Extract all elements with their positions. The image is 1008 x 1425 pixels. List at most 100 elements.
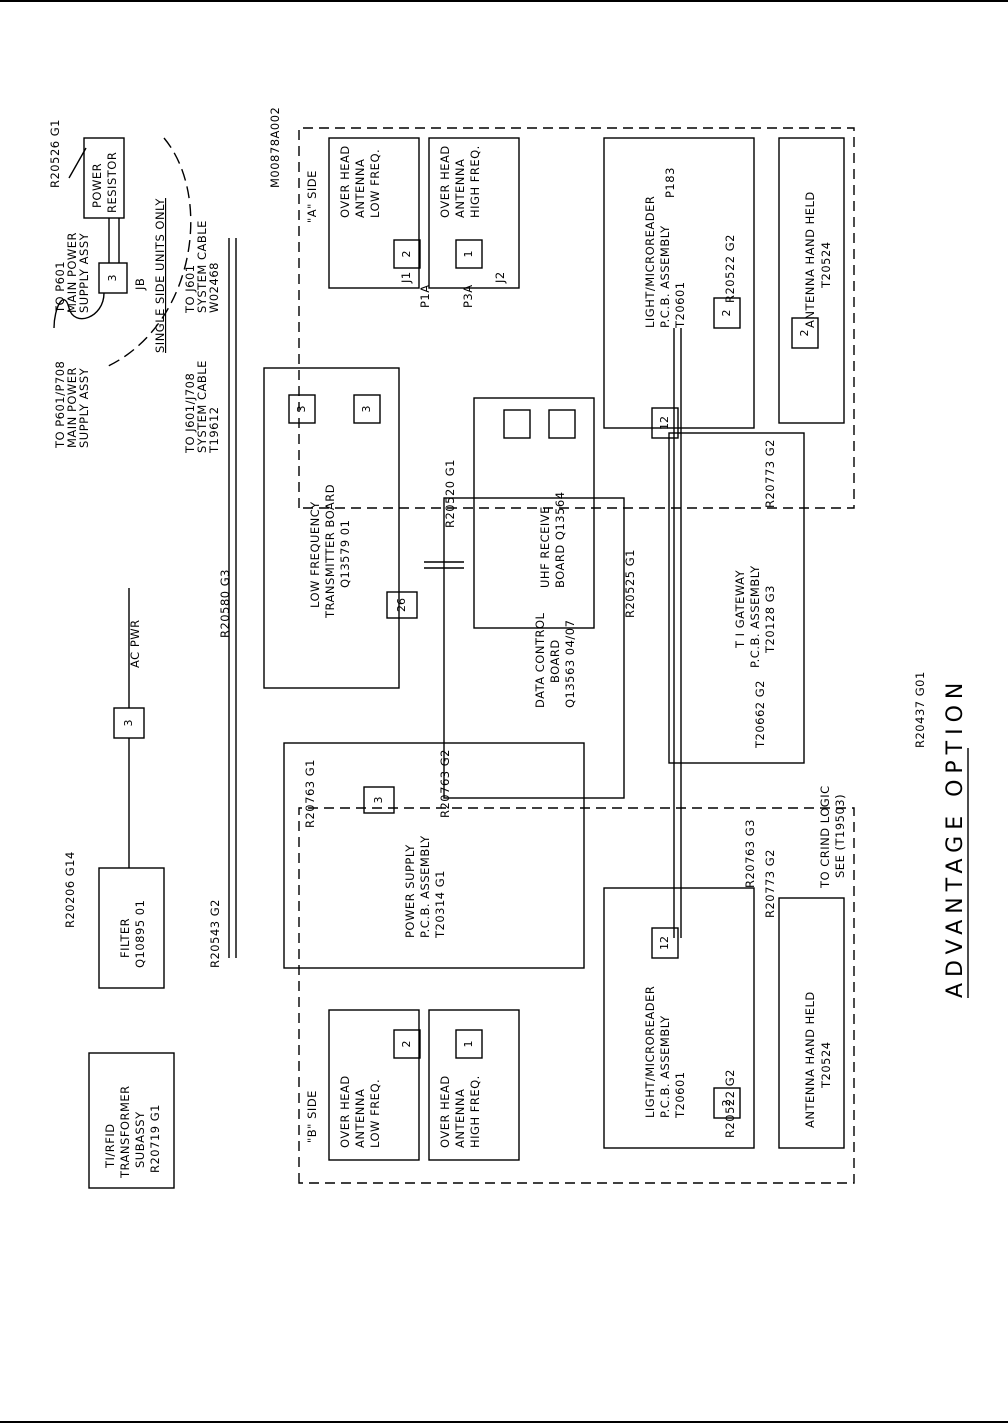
a-lm-l3: T20601 [673,281,687,329]
lf-transmitter-board: LOW FREQUENCY TRANSMITTER BOARD Q13579 0… [263,367,418,814]
b-hh-l1: ANTENNA HAND HELD [803,991,817,1128]
a-lm-l1: LIGHT/MICROREADER [643,196,657,328]
b-ant-high-l2: ANTENNA [453,1089,467,1148]
b-lm-l2: P.C.B. ASSEMBLY [658,1015,672,1118]
j6-connector [363,786,395,814]
r20526-label: R20526 G1 [48,119,62,188]
bottom-rule [0,1421,1008,1423]
b-side-label: "B" SIDE [305,1090,319,1143]
dc-l3: Q13563 04/07 [563,620,577,708]
a-lm-l2: P.C.B. ASSEMBLY [658,225,672,328]
single-side-boundary [103,137,192,369]
tr-l4: R20719 G1 [148,1104,162,1173]
lbl-r20773-g2-a: R20773 G2 [763,439,777,508]
b-ant-low-l3: LOW FREQ. [368,1079,382,1148]
a-p190-pin: 2 [798,330,811,337]
uhf-receive-board: UHF RECEIVE BOARD Q13564 [473,397,595,629]
lbl-r20580: R20580 G3 [218,569,232,638]
b-ant-low-l1: OVER HEAD [338,1075,352,1148]
gateway-box [668,432,805,764]
a-r20522: R20522 G2 [723,234,737,303]
tr-l1: TI/RFID [103,1123,117,1169]
jb-pin-3: 3 [106,275,119,282]
lbl-m00878: M00878A002 [268,108,282,188]
lbl-r20763-g1: R20763 G1 [303,759,317,828]
lbl-r20525: R20525 G1 [623,549,637,618]
j2b-connector [503,409,531,439]
a-ant-low-l3: LOW FREQ. [368,149,382,218]
lbl-r20206: R20206 G14 [63,851,77,928]
b-p181-pin: 2 [720,1100,733,1107]
to-crind-1: TO CRIND LOGIC [818,785,832,889]
cable-labels: R20520 G1 R20525 G1 R20763 G2 R20763 G1 … [63,108,927,968]
diagram-title: ADVANTAGE OPTION [943,677,968,998]
single-side-note: SINGLE SIDE UNITS ONLY [153,198,167,353]
b-j182-pin: 12 [658,936,671,950]
to-p601-3: SUPPLY ASSY [77,232,91,313]
lbl-r20543: R20543 G2 [208,899,222,968]
power-input-group: FILTER Q10895 01 TI/RFID TRANSFORMER SUB… [53,220,221,1189]
a-hh-l1: ANTENNA HAND HELD [803,191,817,328]
ps-box [283,742,585,969]
ps-l2: P.C.B. ASSEMBLY [418,835,432,938]
jb-pb-connector [288,394,316,424]
top-rule [0,0,1008,2]
to-j601-3: W02468 [207,262,221,313]
b-light-micro-box [603,887,755,1149]
j2-label: J2 [493,271,507,284]
to-p601-1: TO P601 [53,261,67,314]
ja-pa-pin: 3 [360,406,373,413]
tr-l2: TRANSFORMER [118,1085,132,1179]
p3a-connector [455,239,483,269]
uhf-box [473,397,595,629]
resistor-wires [108,218,120,263]
a-hh-l2: T20524 [819,241,833,289]
a-p190-connector [791,317,819,349]
uhf-l2: BOARD Q13564 [553,491,567,588]
gw-l3: T20128 G3 [763,585,777,654]
p1a-pin: 2 [400,251,413,258]
a-ant-high-box [428,137,520,289]
a-light-micro-box [603,137,755,429]
tr-l3: SUBASSY [133,1111,147,1168]
a-ant-high-l3: HIGH FREQ. [468,145,482,218]
a-side-label: "A" SIDE [305,170,319,223]
resistor-pigtail [53,292,105,329]
b-lm-l1: LIGHT/MICROREADER [643,986,657,1118]
dc-l1: DATA CONTROL [533,612,547,708]
dc-l2: BOARD [548,639,562,683]
jb-connector [98,262,128,294]
filter-l2: Q10895 01 [133,900,147,968]
p3b-connector [455,1029,483,1059]
jb-label: JB [133,278,147,291]
to-crind-2: SEE (T19503) [833,794,847,878]
main-harness-left [228,238,237,958]
ac-pwr-label: AC PWR [128,619,142,668]
power-resistor-group: POWER RESISTOR 3 JB R20526 G1 SINGLE SID… [48,119,192,369]
b-j182-connector [651,927,679,959]
lf-tx-l2: TRANSMITTER BOARD [323,484,337,619]
lf-tx-l1: LOW FREQUENCY [308,501,322,608]
p1a-label: P1A [418,284,432,308]
data-control-board: DATA CONTROL BOARD Q13563 04/07 [443,497,625,799]
a-ant-high-l1: OVER HEAD [438,145,452,218]
a-ant-high-l2: ANTENNA [453,159,467,218]
b-side-zone: "B" SIDE OVER HEAD ANTENNA LOW FREQ. 2 O… [298,807,855,1184]
to-j601-j708-3: T19612 [207,406,221,454]
b-r20522: R20522 G2 [723,1069,737,1138]
power-resistor-label-2: RESISTOR [105,152,119,213]
ti-gateway-board: T I GATEWAY P.C.B. ASSEMBLY T20128 G3 [668,432,805,764]
b-lm-l3: T20601 [673,1071,687,1119]
gw-l2: P.C.B. ASSEMBLY [748,565,762,668]
p1b-connector [393,1029,421,1059]
a-ant-low-l2: ANTENNA [353,159,367,218]
r20526-leader [68,147,87,179]
p3b-pin: 1 [462,1041,475,1048]
b-p181-connector [713,1087,741,1119]
to-p601-p708-3: SUPPLY ASSY [77,367,91,448]
power-supply-board: POWER SUPPLY P.C.B. ASSEMBLY T20314 G1 [283,742,585,969]
gw-l1: T I GATEWAY [733,569,747,649]
filter-l1: FILTER [118,918,132,958]
j1-label: J1 [399,271,413,284]
a-j182-connector [651,407,679,439]
